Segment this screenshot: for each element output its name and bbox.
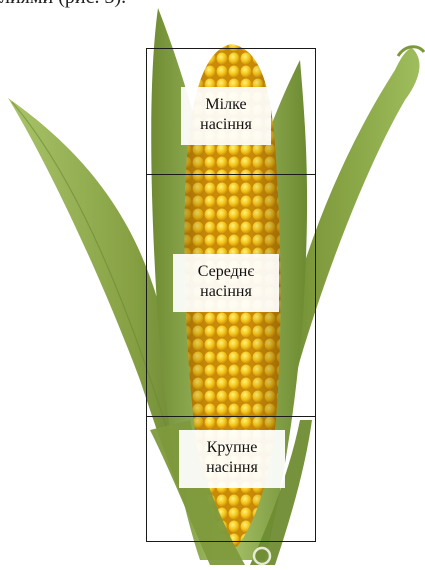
zone-label-large-line2: насіння <box>183 458 281 478</box>
zone-label-medium-line1: Середнє <box>177 262 275 282</box>
zone-label-medium-line2: насіння <box>177 282 275 302</box>
zone-label-small-line2: насіння <box>185 115 267 135</box>
zone-label-small: Мілке насіння <box>181 87 271 145</box>
zone-label-large-line1: Крупне <box>183 438 281 458</box>
zone-label-small-line1: Мілке <box>185 95 267 115</box>
zone-label-medium: Середнє насіння <box>173 254 279 312</box>
zone-label-large: Крупне насіння <box>179 430 285 488</box>
